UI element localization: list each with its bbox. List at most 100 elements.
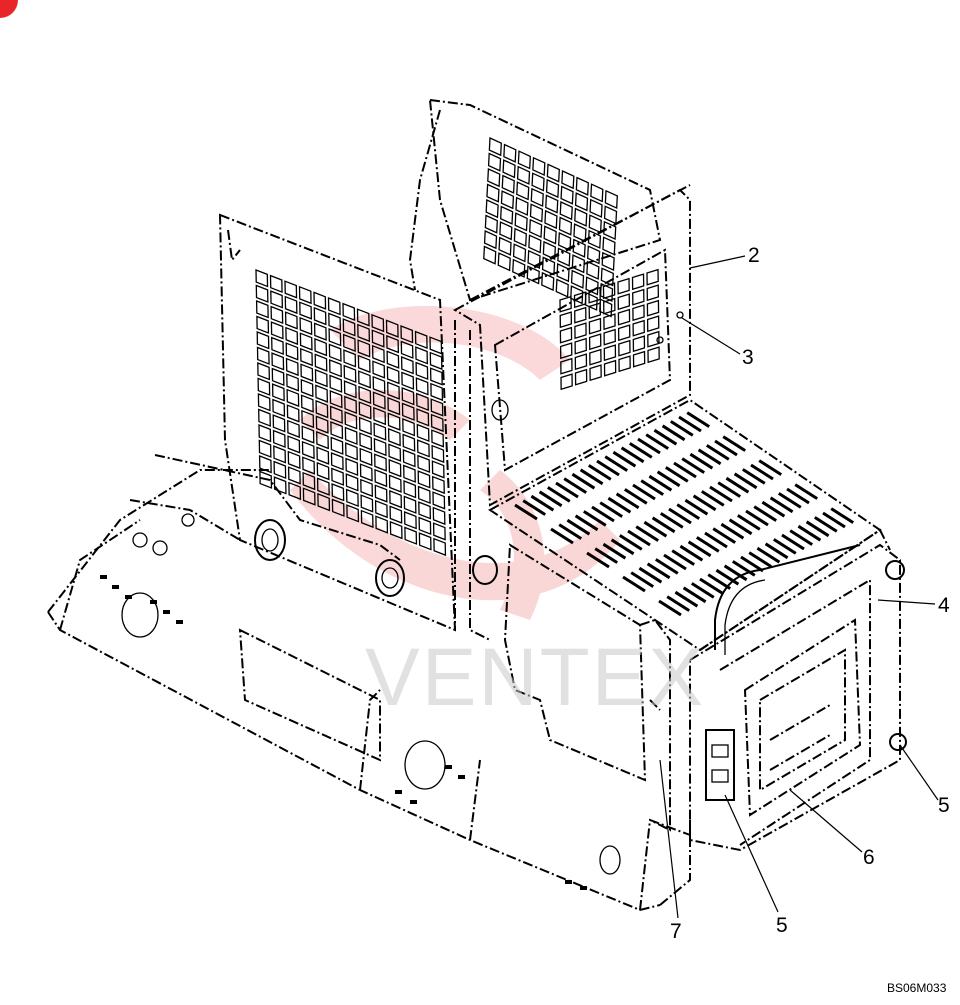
mesh-cell — [299, 332, 313, 351]
roof-slat — [714, 439, 738, 457]
mesh-cell — [560, 357, 573, 375]
mesh-cell — [543, 225, 557, 245]
roof-slat — [723, 564, 748, 582]
mesh-cell — [371, 329, 385, 348]
roof-slat — [663, 553, 687, 571]
roof-slat — [681, 457, 706, 474]
roof-slat — [587, 464, 612, 481]
mesh-cell — [618, 339, 631, 357]
roof-slat — [679, 544, 704, 562]
mesh-cell — [589, 364, 602, 382]
mesh-cell — [271, 367, 285, 387]
mesh-cell — [255, 284, 269, 303]
mesh-cell — [330, 436, 344, 455]
mesh-cell — [374, 484, 388, 503]
mesh-cell — [498, 236, 512, 256]
roof-slat — [604, 455, 629, 472]
roof-slat — [704, 531, 728, 549]
mesh-cell — [430, 398, 444, 417]
roof-slat — [654, 558, 679, 575]
mesh-cell — [617, 308, 631, 326]
mesh-cell — [418, 532, 432, 551]
mesh-cell — [328, 343, 342, 362]
mesh-cell — [315, 415, 329, 434]
mesh-cell — [358, 401, 372, 420]
mesh-cell — [529, 203, 544, 223]
callout-label-5-bottom: 5 — [776, 914, 788, 937]
mesh-cell — [431, 429, 445, 448]
mesh-cell — [588, 333, 602, 351]
roof-slat — [618, 534, 643, 551]
mesh-cell — [559, 311, 573, 329]
roof-slat — [582, 510, 607, 527]
roof-slat — [550, 527, 574, 545]
mesh-cell — [359, 447, 373, 467]
roof-slat — [538, 490, 563, 508]
mesh-cell — [557, 247, 571, 267]
roof-slat — [664, 466, 689, 483]
mesh-cell — [556, 263, 570, 283]
mesh-cell — [316, 446, 330, 465]
mesh-cell — [404, 526, 418, 545]
mesh-cell — [588, 214, 602, 234]
mesh-cell — [601, 251, 615, 272]
roof-slat — [756, 546, 781, 564]
mesh-cell — [515, 196, 529, 216]
side-panel — [503, 543, 671, 832]
mesh-cell — [574, 306, 587, 324]
roof-slat — [769, 496, 794, 514]
mesh-cell — [255, 269, 269, 288]
callout-label-6: 6 — [863, 846, 875, 869]
mesh-cell — [313, 322, 327, 341]
roof-slat — [668, 507, 692, 525]
mesh-cell — [502, 159, 516, 179]
mesh-cell — [298, 285, 312, 305]
mesh-cell — [587, 245, 601, 265]
mesh-cell — [430, 382, 444, 402]
mesh-cell — [527, 249, 541, 270]
mesh-cell — [272, 398, 286, 418]
mesh-cell — [317, 492, 331, 512]
mesh-cell — [517, 150, 531, 170]
mesh-cell — [573, 291, 587, 309]
mesh-cell — [300, 347, 313, 367]
roof-slat — [700, 490, 725, 507]
roof-slat — [635, 525, 660, 542]
mesh-cell — [373, 422, 387, 441]
roof-slat — [630, 571, 655, 588]
watermark-text: VENTEX — [365, 632, 705, 723]
mesh-cell — [273, 476, 287, 495]
mesh-cell — [503, 143, 517, 163]
mesh-cell — [516, 165, 531, 185]
roof-slat — [689, 452, 714, 470]
mesh-cell — [357, 339, 371, 358]
roof-slat — [615, 492, 640, 510]
roof-slat — [697, 448, 722, 466]
mesh-cell — [388, 474, 402, 493]
mesh-cell — [259, 470, 273, 489]
mesh-cell — [345, 457, 359, 477]
mesh-cell — [603, 344, 617, 362]
mesh-cell — [574, 353, 588, 371]
mesh-cell — [328, 328, 342, 347]
roof-slat — [661, 424, 686, 442]
roof-slat — [599, 501, 624, 518]
mesh-cell — [415, 346, 429, 365]
mesh-cell — [271, 352, 285, 371]
mesh-cell — [302, 487, 316, 506]
mesh-cell — [314, 337, 328, 357]
roof-slat — [686, 411, 711, 428]
mesh-cell — [530, 187, 544, 208]
roof-slat — [643, 520, 668, 538]
mesh-cell — [299, 316, 313, 336]
roof-slat — [676, 503, 701, 520]
mesh-cell — [588, 286, 601, 304]
mesh-cell — [287, 435, 301, 454]
mesh-cell — [632, 350, 646, 368]
roof-slat — [594, 547, 619, 564]
mesh-cell — [400, 325, 414, 344]
mesh-cell — [603, 205, 618, 225]
mesh-cell — [571, 254, 585, 274]
mesh-cell — [585, 276, 599, 296]
